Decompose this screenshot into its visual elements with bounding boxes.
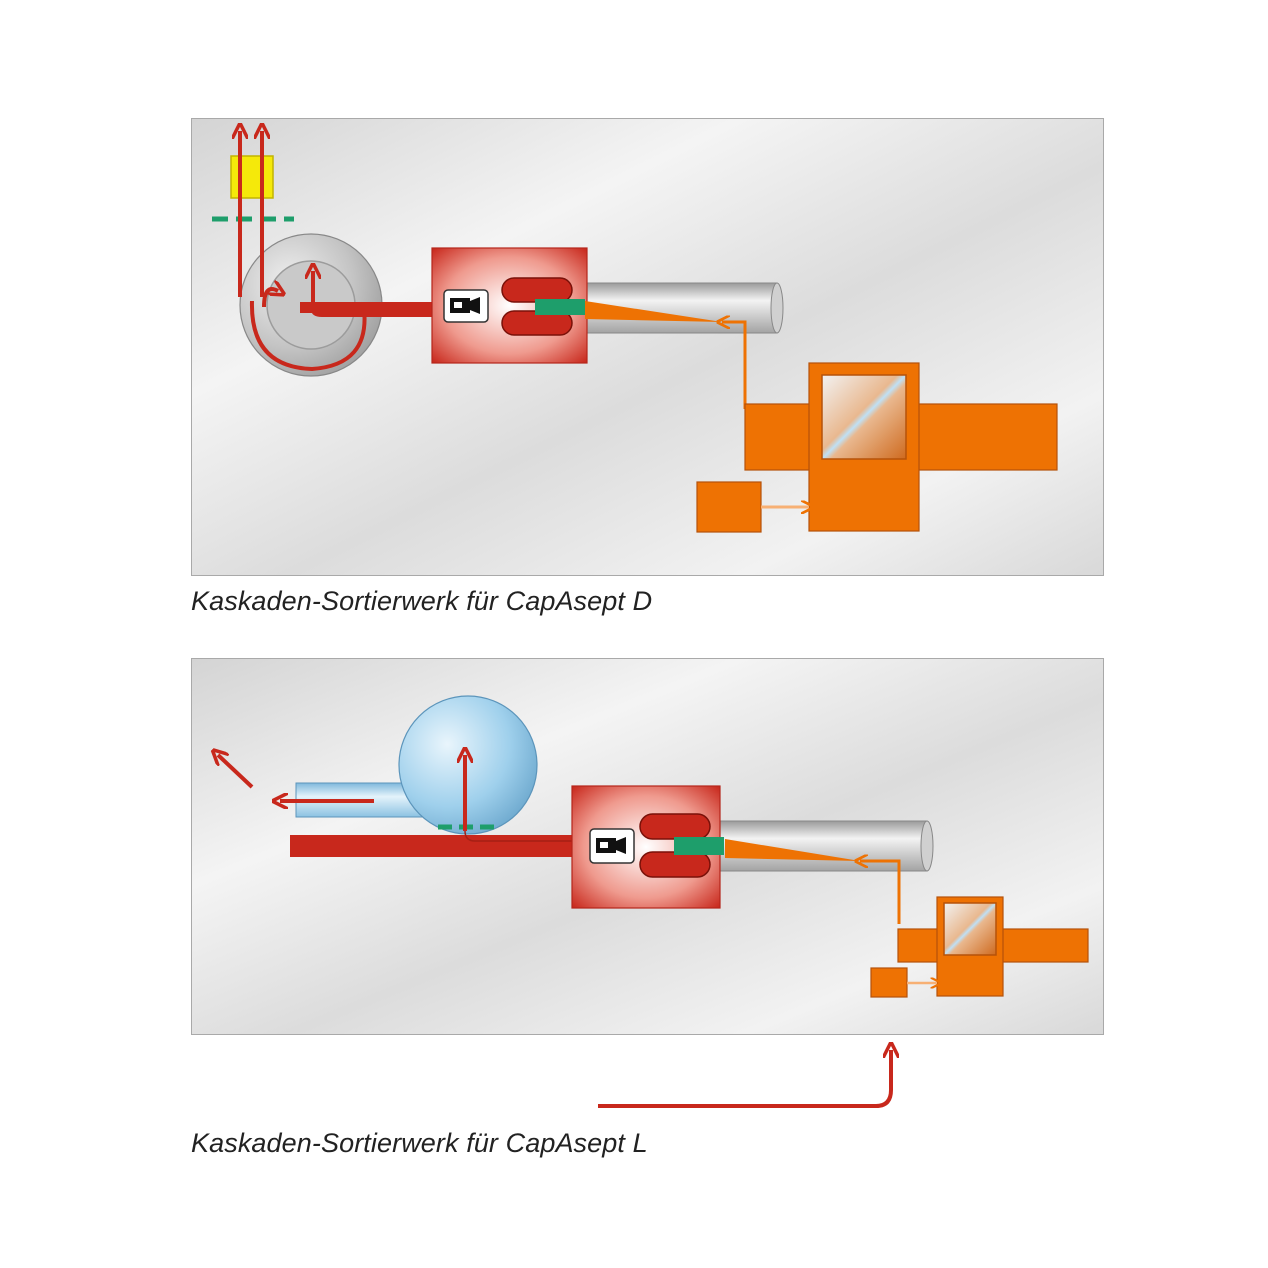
green-belt (535, 299, 585, 315)
orange-machine-window (943, 902, 997, 956)
red-conveyor (300, 302, 550, 313)
caption-capasept-d: Kaskaden-Sortierwerk für CapAsept D (191, 586, 653, 616)
caption-capasept-l: Kaskaden-Sortierwerk für CapAsept L (191, 1128, 648, 1158)
rollers (501, 277, 573, 336)
rollers (639, 813, 711, 878)
orange-flow-tube (725, 839, 901, 924)
blue-drum (398, 695, 538, 835)
diagram-panel-capasept-l (191, 658, 1104, 1035)
red-flow-lines (218, 755, 465, 831)
diagram-capasept-l (192, 659, 1103, 1034)
orange-machine-window (821, 374, 907, 460)
diagram-capasept-d (192, 119, 1103, 575)
orange-flow-tube (585, 301, 747, 409)
yellow-marker (230, 155, 274, 199)
camera-icon (443, 289, 489, 323)
diagram-panel-capasept-d (191, 118, 1104, 576)
camera-icon (589, 828, 635, 864)
green-belt (674, 837, 724, 855)
red-conveyor (290, 835, 582, 857)
